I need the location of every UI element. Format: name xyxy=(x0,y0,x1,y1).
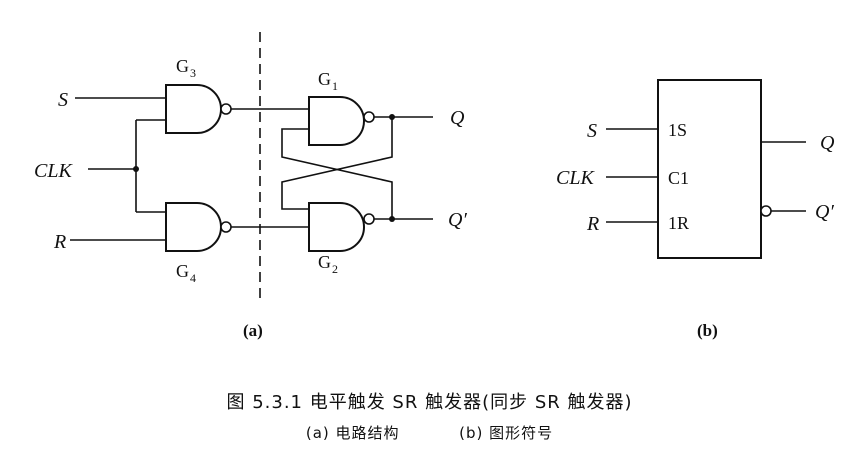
g3-label: G xyxy=(176,56,189,76)
caption-sub-b: (b) 图形符号 xyxy=(459,424,554,442)
g2-label-sub: 2 xyxy=(332,262,338,276)
g1-inverter-bubble xyxy=(363,111,375,123)
r-input-label: R xyxy=(53,231,66,253)
diagram-canvas: S CLK R Q Q′ G 3 G 4 G 1 G 2 (a) 1S C1 1… xyxy=(34,32,835,340)
g4-label-sub: 4 xyxy=(190,271,196,285)
caption-sub-a: (a) 电路结构 xyxy=(305,424,400,442)
g4-label: G xyxy=(176,261,189,281)
panel-a-label: (a) xyxy=(243,321,263,340)
b-q-output-label: Q xyxy=(820,132,835,154)
qn-output-label: Q′ xyxy=(448,209,467,231)
g1-nand-gate xyxy=(308,96,365,146)
panel-b-label: (b) xyxy=(697,321,718,340)
g2-nand-gate xyxy=(308,202,365,252)
b-s-input-label: S xyxy=(587,120,597,142)
s-input-label: S xyxy=(58,89,68,111)
g1-label-sub: 1 xyxy=(332,79,338,93)
b-clk-input-label: CLK xyxy=(556,167,595,189)
pin-1r-label: 1R xyxy=(668,213,689,233)
symbol-b: 1S C1 1R S CLK R Q Q′ (b) xyxy=(556,79,835,340)
g2-label: G xyxy=(318,252,331,272)
g3-inverter-bubble xyxy=(220,103,232,115)
clk-junction-dot xyxy=(133,166,139,172)
b-r-input-label: R xyxy=(586,213,599,235)
g4-inverter-bubble xyxy=(220,221,232,233)
figure-caption-subtitles: (a) 电路结构 (b) 图形符号 xyxy=(0,422,859,443)
g2-inverter-bubble xyxy=(363,213,375,225)
pin-1s-label: 1S xyxy=(668,120,687,140)
g4-nand-gate xyxy=(165,202,222,252)
clk-input-label: CLK xyxy=(34,160,73,182)
figure-caption-title: 图 5.3.1 电平触发 SR 触发器(同步 SR 触发器) xyxy=(226,392,633,413)
q-output-label: Q xyxy=(450,107,465,129)
b-qn-output-label: Q′ xyxy=(815,201,834,223)
qn-feedback-wire xyxy=(281,128,393,219)
q-feedback-wire xyxy=(281,117,393,210)
g1-label: G xyxy=(318,69,331,89)
ff-symbol-box xyxy=(657,79,762,259)
g3-nand-gate xyxy=(165,84,222,134)
g3-label-sub: 3 xyxy=(190,66,196,80)
pin-c1-label: C1 xyxy=(668,168,689,188)
b-qn-inverter-bubble xyxy=(760,205,772,217)
circuit-a: S CLK R Q Q′ G 3 G 4 G 1 G 2 (a) xyxy=(34,32,467,340)
